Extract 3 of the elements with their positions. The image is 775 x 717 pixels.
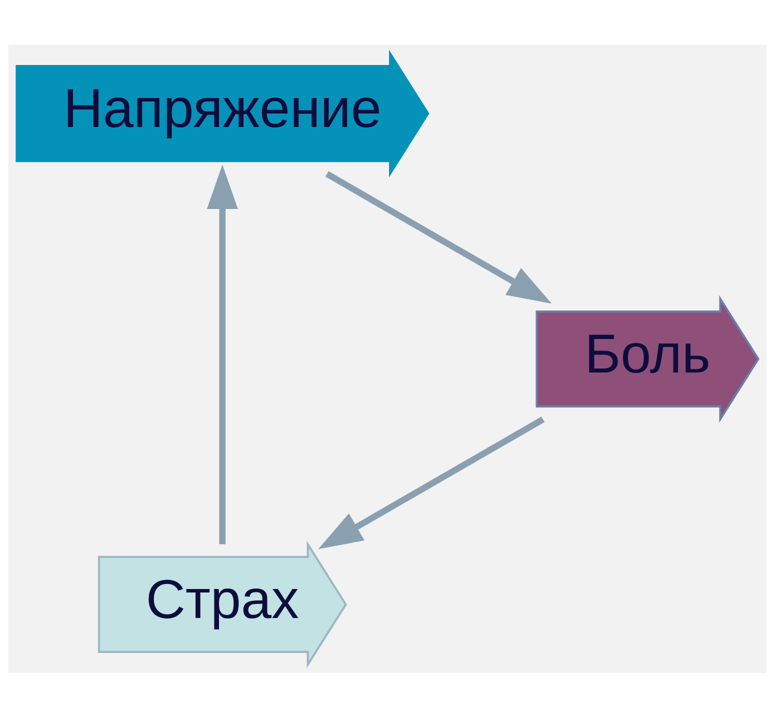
arrow — [206, 164, 238, 544]
arrow — [318, 416, 545, 549]
arrow — [325, 170, 552, 304]
